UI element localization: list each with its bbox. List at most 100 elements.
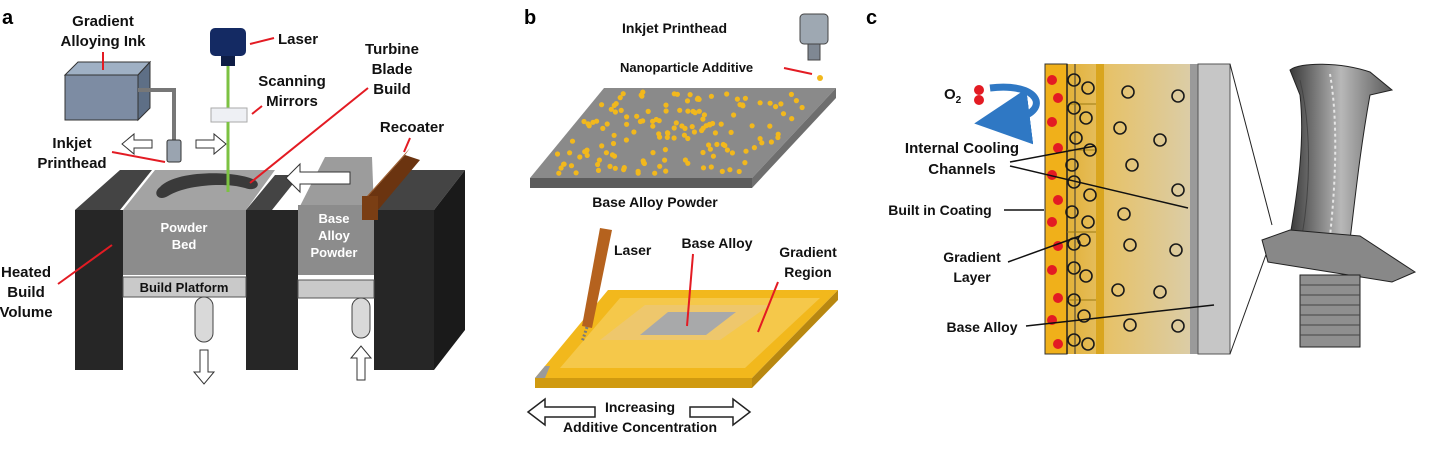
nanoparticle-dot [663, 168, 669, 174]
base-alloy-b-label: Base Alloy [681, 235, 752, 251]
nanoparticle-dot [663, 102, 669, 108]
nanoparticle-dot [634, 113, 640, 119]
gradient-ink-label-1: Gradient [72, 13, 134, 30]
oxygen-atom-1 [974, 85, 984, 95]
panel-a: a Powder Bed Build Platform Base Alloy P… [0, 7, 465, 385]
scanning-mirrors [210, 107, 248, 123]
cooling-label-1: Internal Cooling [905, 140, 1019, 157]
recoater-label: Recoater [380, 119, 444, 136]
precipitate-circle [1083, 143, 1097, 157]
nanoparticle-leader [783, 67, 813, 75]
gradient-ink-label-2: Alloying Ink [60, 33, 146, 50]
nanoparticle-dot [595, 161, 601, 168]
precipitate-circle [1171, 183, 1185, 197]
nanoparticle-dot [706, 142, 712, 148]
nanoparticle-label: Nanoparticle Additive [620, 60, 753, 75]
nanoparticle-dot [712, 130, 719, 136]
precipitate-circle [1123, 318, 1137, 332]
nanoparticle-dot [789, 116, 795, 122]
panel-c: c O2 Internal Cooling Channels Built in … [866, 7, 1417, 355]
precipitate-circle [1171, 89, 1185, 103]
base-platform [297, 279, 375, 299]
nanoparticle-dot [689, 124, 695, 130]
nanoparticle-dot [590, 119, 596, 125]
nanoparticle-dot [677, 107, 683, 113]
nanoparticle-dot [652, 170, 658, 176]
printhead-a [166, 139, 182, 163]
nanoparticle-dot [569, 138, 576, 144]
precipitate-circle [1117, 207, 1131, 221]
precipitate-circle [1121, 85, 1135, 99]
laser-rod-b [582, 228, 612, 328]
nanoparticle-dot [674, 91, 681, 97]
nanoparticle-dot [640, 89, 646, 95]
panel-b: b Inkjet Printhead Nanoparticle Additive… [524, 7, 838, 435]
nanoparticle-dot [685, 135, 691, 142]
nanoparticle-dot [788, 91, 795, 97]
gradient-c-label-1: Gradient [943, 249, 1001, 265]
nanoparticle-dot [671, 125, 677, 131]
printhead-b-label: Inkjet Printhead [622, 20, 727, 36]
recoater-arrow [285, 162, 351, 194]
nanoparticle-dot [631, 129, 637, 135]
nanoparticle-dot [573, 170, 579, 176]
nanoparticle-dot [682, 157, 689, 163]
oxide-particle [1053, 143, 1063, 153]
zoom-line-top [1229, 63, 1273, 226]
nanoparticle-dot [650, 123, 656, 129]
nanoparticle-dot [567, 150, 573, 156]
nanoparticle-dot [696, 108, 702, 114]
printhead-leader [111, 151, 166, 163]
laser-nozzle-a [221, 56, 235, 66]
nanoparticle-dot [607, 163, 613, 169]
panel-a-letter: a [2, 7, 14, 29]
powder-plate-front [530, 178, 752, 188]
oxygen-atom-2 [974, 95, 984, 105]
nanoparticle-dot [595, 167, 602, 173]
nanoparticle-dot [624, 121, 630, 127]
nanoparticle-dot [618, 107, 624, 113]
nanoparticle-dot [671, 135, 677, 141]
gradient-plate-side [752, 290, 838, 388]
nanoparticle-dots [554, 89, 805, 176]
laser-source-a [210, 28, 246, 56]
ink-tube [138, 88, 176, 140]
precipitate-circles [1065, 73, 1185, 351]
nanoparticle-dot [685, 108, 691, 114]
nanoparticle-dot [653, 116, 659, 123]
oxidation-arrow [974, 83, 1040, 145]
right-block-top [374, 170, 465, 210]
precipitate-circle [1153, 133, 1167, 147]
middle-block-top [246, 175, 300, 210]
precipitate-circle [1081, 337, 1095, 351]
nanoparticle-dot [701, 112, 708, 118]
powder-bed-label-2: Bed [172, 237, 197, 252]
powder-bed-label-1: Powder [161, 220, 208, 235]
precipitate-circle [1083, 188, 1097, 202]
nanoparticle-dot [620, 91, 626, 97]
base-powder-label-2: Alloy [318, 228, 351, 243]
printhead-left-arrow [121, 132, 153, 156]
gradient-c-label-2: Layer [953, 269, 991, 285]
turbine-label-3: Build [373, 81, 411, 98]
nanoparticle-dot [793, 98, 800, 104]
nanoparticle-dot [778, 101, 784, 107]
nanoparticle-dot [734, 96, 741, 102]
precipitate-circle [1069, 131, 1083, 145]
nanoparticle-dot [728, 129, 734, 135]
nanoparticle-dot [775, 131, 781, 137]
nanoparticle-dot [724, 91, 730, 97]
nanoparticle-dot [742, 160, 748, 166]
precipitate-circle [1067, 261, 1081, 275]
precipitate-circle [1123, 238, 1137, 252]
increasing-label: Increasing [605, 399, 675, 415]
turbine-blade-build [156, 173, 258, 198]
nanoparticle-dot [581, 118, 587, 125]
precipitate-circle [1067, 333, 1081, 347]
gradient-band [1096, 64, 1104, 354]
nanoparticle-dot [724, 147, 731, 153]
nanoparticle-dot [561, 161, 567, 167]
precipitate-circle [1169, 243, 1183, 257]
nanoparticle-dot [773, 104, 779, 110]
nanoparticle-dot [718, 121, 724, 127]
